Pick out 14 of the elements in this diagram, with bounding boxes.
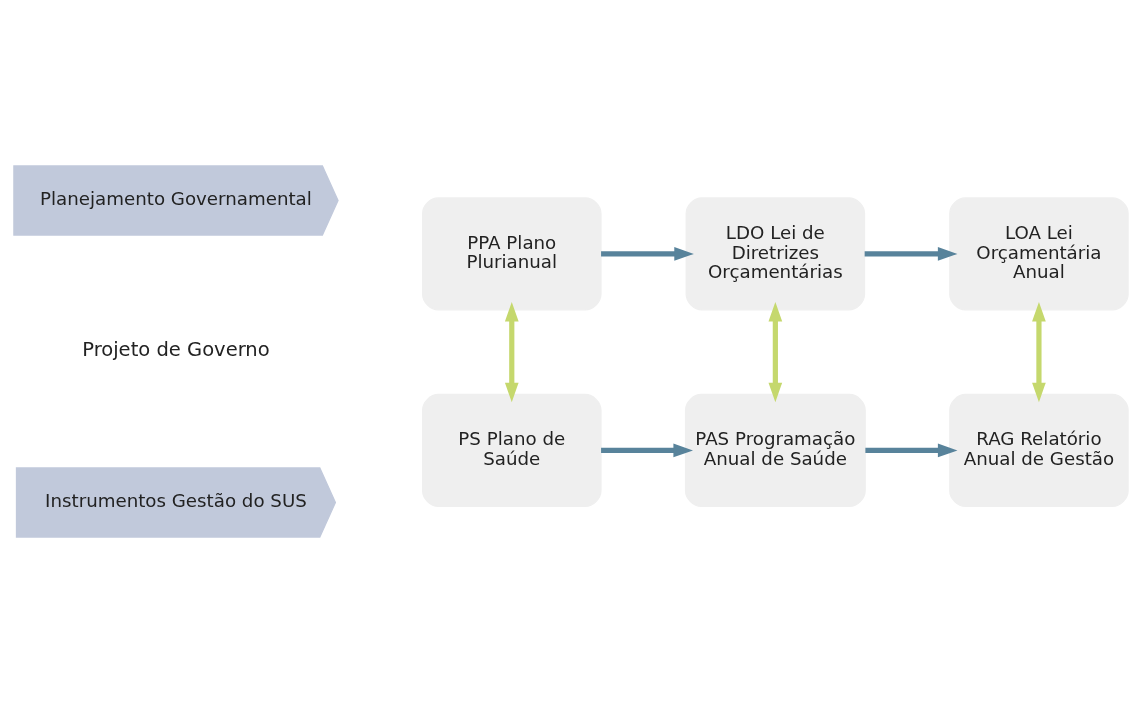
node-box: PAS Programação Anual de Saúde (684, 393, 866, 507)
arrow (1032, 301, 1046, 402)
node-box: LDO Lei de Diretrizes Orçamentárias (685, 196, 866, 310)
node-box: PS Plano de Saúde (421, 393, 602, 507)
arrow (768, 301, 783, 402)
arrow (865, 443, 958, 457)
node-box: PPA Plano Plurianual (421, 196, 602, 310)
arrow (601, 443, 693, 457)
label: Projeto de Governo (82, 337, 270, 361)
node-box: RAG Relatório Anual de Gestão (949, 393, 1129, 507)
arrow (504, 301, 519, 402)
arrow (601, 246, 694, 261)
arrow (864, 246, 958, 261)
node-box: LOA Lei Orçamentária Anual (949, 196, 1129, 310)
